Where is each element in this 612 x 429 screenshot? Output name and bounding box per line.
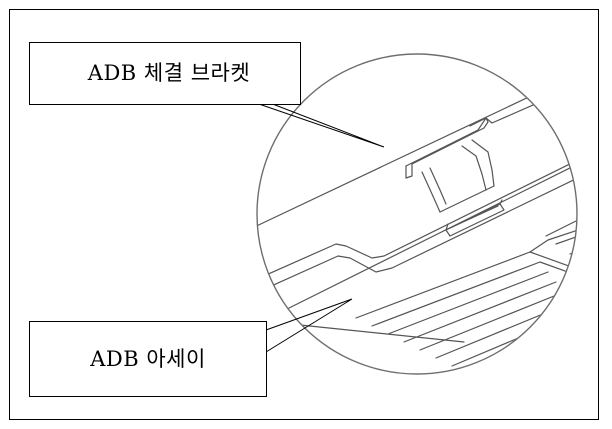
callout-adb-assembly-text: ADB 아세이	[90, 346, 206, 371]
leader-line-assembly	[265, 298, 353, 353]
adb-bracket	[405, 117, 489, 179]
slot-inner	[445, 199, 503, 231]
adb-bracket-fold	[421, 171, 441, 213]
adb-bracket-top	[405, 117, 487, 167]
callout-adb-bracket-text: ADB 체결 브라켓	[87, 61, 251, 85]
leader-line-bracket	[255, 102, 385, 148]
lower-grille	[355, 213, 577, 367]
adb-bracket-fold-2	[429, 167, 447, 205]
lower-body-edge	[299, 324, 465, 343]
callout-adb-assembly: ADB 아세이	[29, 321, 267, 397]
magnifier-circle	[256, 53, 578, 375]
callout-adb-bracket: ADB 체결 브라켓	[29, 42, 301, 105]
figure-frame	[9, 9, 599, 420]
housing-middle-edge	[257, 153, 577, 284]
adb-bracket-side	[471, 139, 495, 187]
leader-lines	[255, 102, 385, 353]
slot	[445, 203, 505, 237]
adb-bracket-side-2	[461, 145, 487, 191]
magnified-detail	[257, 67, 577, 367]
housing-upper-edge-inner	[469, 79, 577, 127]
housing-middle-edge-inner	[257, 171, 577, 293]
shell-long-edge	[264, 157, 577, 321]
adb-bracket-bottom	[439, 185, 495, 213]
